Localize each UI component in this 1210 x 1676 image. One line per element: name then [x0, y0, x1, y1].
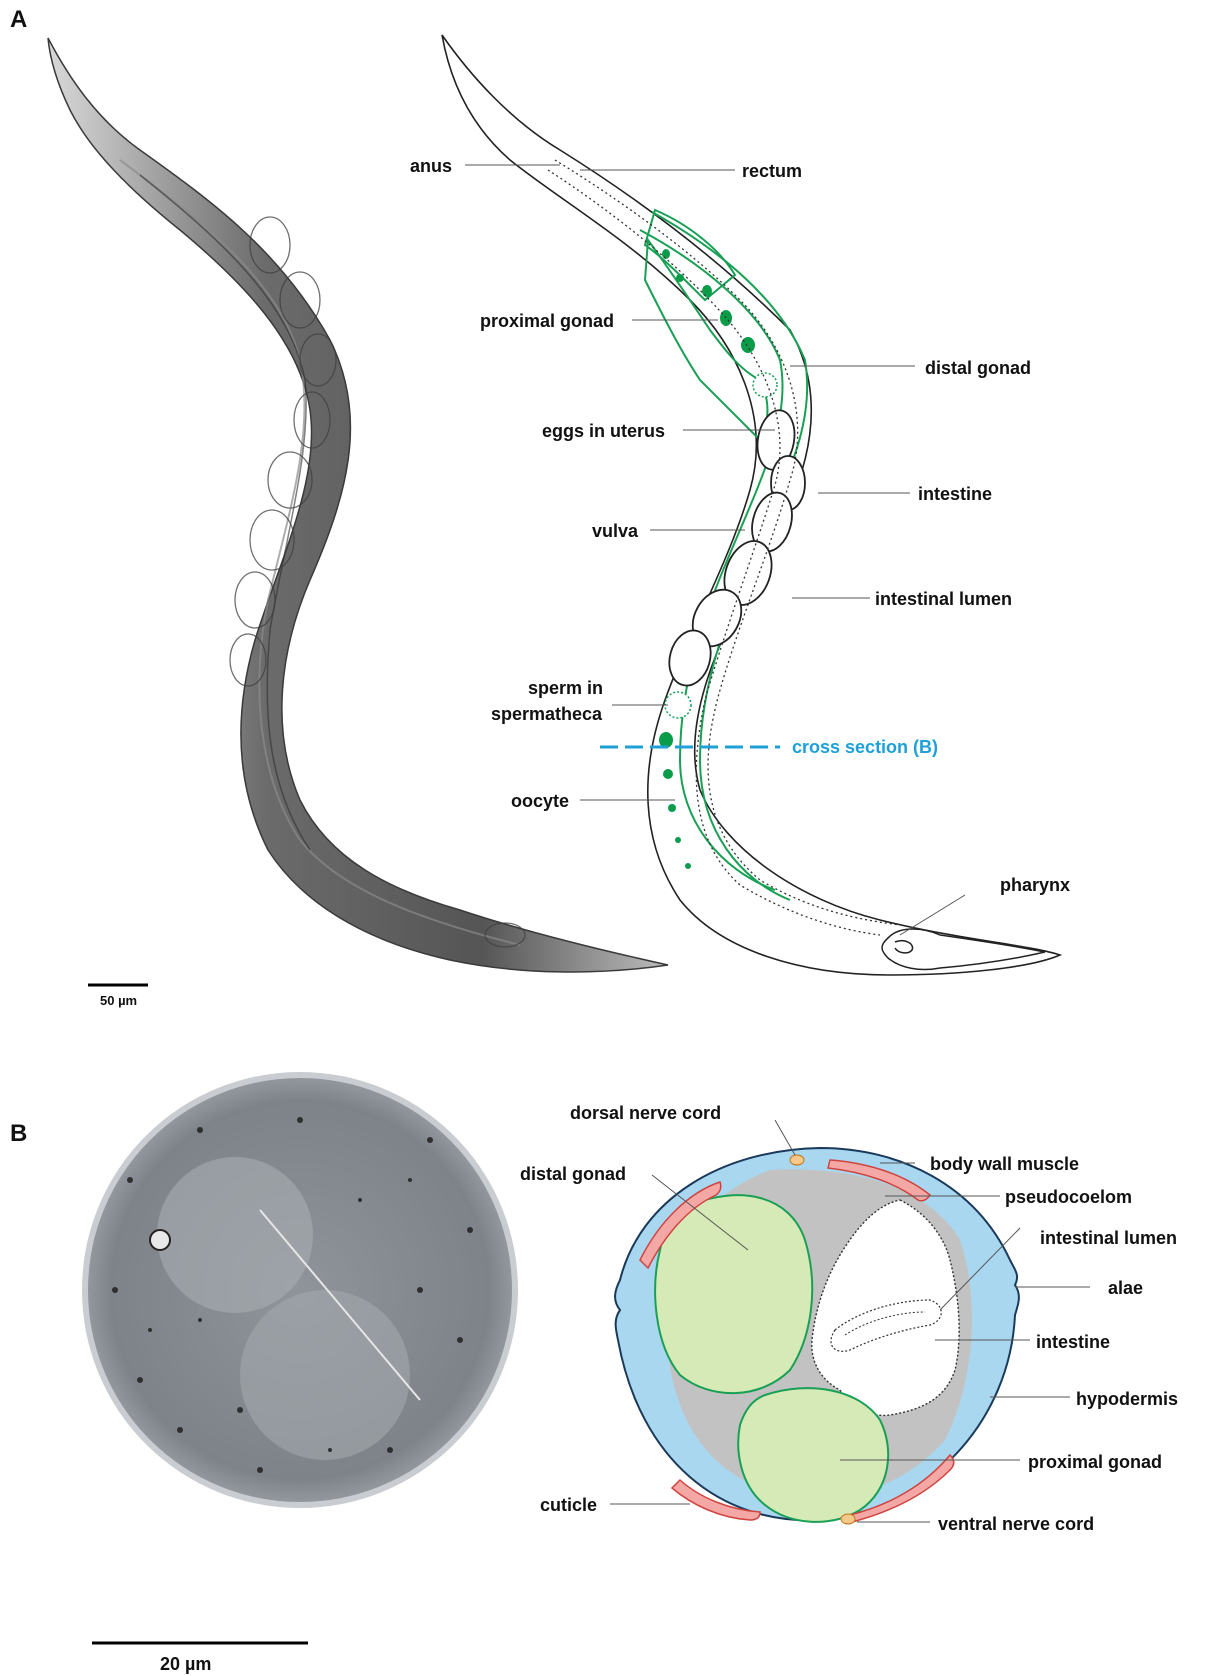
distal-gonad-shape: [655, 1195, 812, 1393]
label-intestinal-lumen: intestinal lumen: [875, 589, 1012, 609]
label-b-proximal-gonad: proximal gonad: [1028, 1452, 1162, 1472]
label-distal-gonad: distal gonad: [925, 358, 1031, 378]
scale-label-a: 50 µm: [100, 993, 137, 1008]
label-vulva: vulva: [592, 521, 639, 541]
label-rectum: rectum: [742, 161, 802, 181]
ventral-nerve-cord-shape: [841, 1514, 855, 1524]
label-sperm-line2: spermatheca: [491, 704, 603, 724]
label-alae: alae: [1108, 1278, 1143, 1298]
panel-a-letter: A: [10, 6, 27, 33]
label-body-wall-muscle: body wall muscle: [930, 1154, 1079, 1174]
label-cuticle: cuticle: [540, 1495, 597, 1515]
label-anus: anus: [410, 156, 452, 176]
label-b-distal-gonad: distal gonad: [520, 1164, 626, 1184]
label-ventral-nerve-cord: ventral nerve cord: [938, 1514, 1094, 1534]
label-pharynx: pharynx: [1000, 875, 1070, 895]
label-hypodermis: hypodermis: [1076, 1389, 1178, 1409]
dorsal-nerve-cord-shape: [790, 1155, 804, 1165]
label-dorsal-nerve-cord: dorsal nerve cord: [570, 1103, 721, 1123]
proximal-gonad-shape: [738, 1388, 888, 1522]
label-sperm-line1: sperm in: [528, 678, 603, 698]
label-b-intestinal-lumen: intestinal lumen: [1040, 1228, 1177, 1248]
label-proximal-gonad: proximal gonad: [480, 311, 614, 331]
label-cross-section: cross section (B): [792, 737, 938, 757]
cross-section-diagram: [615, 1148, 1019, 1524]
label-eggs-in-uterus: eggs in uterus: [542, 421, 665, 441]
label-oocyte: oocyte: [511, 791, 569, 811]
label-b-intestine: intestine: [1036, 1332, 1110, 1352]
scale-label-b: 20 µm: [160, 1654, 211, 1674]
panel-b-letter: B: [10, 1120, 27, 1147]
label-intestine: intestine: [918, 484, 992, 504]
em-micrograph: [85, 1075, 515, 1505]
label-pseudocoelom: pseudocoelom: [1005, 1187, 1132, 1207]
